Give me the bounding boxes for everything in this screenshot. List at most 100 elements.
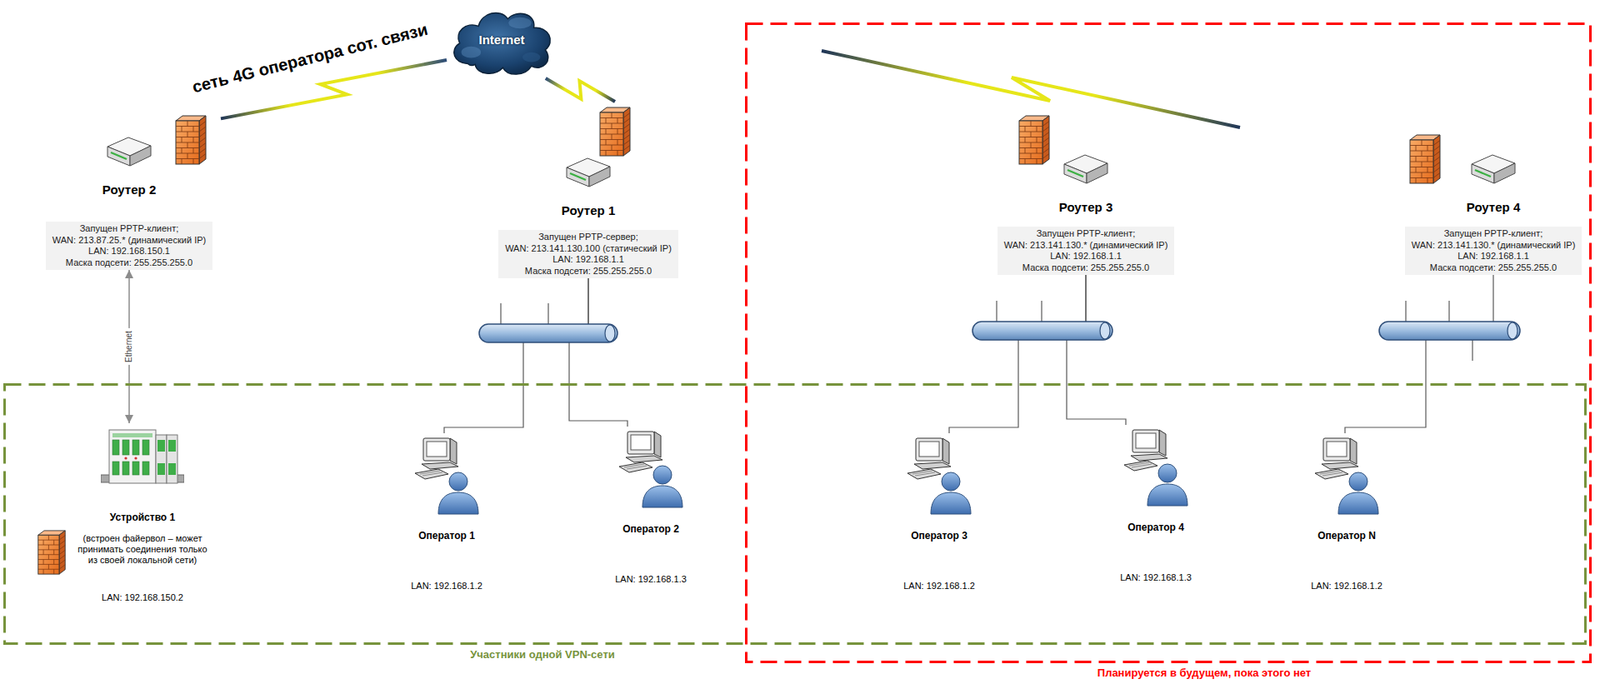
info-line: Запущен PPTP-клиент; — [52, 223, 206, 235]
router-node: Роутер 1 Запущен PPTP-сервер;WAN: 213.141… — [496, 101, 680, 279]
operator-text: Оператор N — [1317, 530, 1376, 542]
region-frame: Участники одной VPN-сетиУстройство 1(вст… — [3, 383, 1587, 645]
internet-cloud: Internet — [446, 5, 557, 79]
firewall-symbol — [38, 530, 65, 575]
operator-text: Оператор 3 — [910, 530, 968, 542]
router-info-box: Запущен PPTP-клиент;WAN: 213.141.130.* (… — [1405, 226, 1583, 275]
pc-user-symbol — [619, 431, 683, 508]
router-symbol — [1064, 155, 1108, 184]
device-node: Устройство 1 (встроен файервол – может пр… — [59, 423, 226, 604]
lan-cable — [444, 278, 589, 434]
pc-user-symbol — [1315, 438, 1379, 515]
hub-pipe — [1379, 321, 1520, 340]
operator-icon — [1313, 433, 1380, 515]
firewall-symbol — [1019, 115, 1050, 165]
router-symbol — [1471, 155, 1515, 184]
pc-user-symbol — [415, 438, 479, 515]
router-node: Роутер 2 Запущен PPTP-клиент;WAN: 213.87.… — [37, 80, 221, 270]
lan-cable — [569, 278, 628, 427]
router-info-box: Запущен PPTP-сервер;WAN: 213.141.130.100… — [498, 230, 679, 279]
operator-icon — [617, 426, 685, 509]
router-icon — [496, 101, 680, 194]
firewall-symbol — [175, 115, 206, 165]
info-line: WAN: 213.141.130.100 (статический IP) — [505, 243, 672, 255]
operator-node: Оператор 3 LAN: 192.168.1.2 — [889, 433, 990, 592]
operator-text: LAN: 192.168.1.2 — [410, 580, 483, 592]
operator-node: Оператор N LAN: 192.168.1.2 — [1296, 433, 1397, 592]
info-line: Маска подсети: 255.255.255.0 — [52, 257, 206, 270]
lan-cable — [1066, 275, 1126, 425]
router-name: Роутер 2 — [102, 182, 156, 198]
router-name: Роутер 4 — [1466, 200, 1520, 215]
device-icon — [100, 423, 185, 499]
info-line: Запущен PPTP-сервер; — [505, 231, 672, 244]
info-line: LAN: 192.168.1.1 — [1004, 250, 1169, 263]
device-text: Устройство 1 — [110, 511, 175, 524]
router-name: Роутер 1 — [561, 203, 615, 219]
region-frame: Планируется в будущем, пока этого нетРоу… — [745, 22, 1592, 664]
wireless-link — [545, 78, 615, 102]
router-node: Роутер 3 Запущен PPTP-клиент;WAN: 213.141… — [994, 98, 1178, 275]
hub-port — [995, 300, 997, 323]
device-firewall-icon — [36, 528, 67, 577]
hub-port — [1405, 300, 1406, 323]
info-line: Запущен PPTP-клиент; — [1411, 228, 1576, 240]
hub-end — [1100, 322, 1110, 340]
info-line: Маска подсети: 255.255.255.0 — [1004, 262, 1169, 275]
lan-cable — [949, 275, 1086, 434]
operator-text: LAN: 192.168.1.3 — [1120, 572, 1192, 584]
plc-symbol — [100, 430, 185, 484]
hub-port — [547, 303, 549, 325]
router-icon — [994, 98, 1178, 190]
router-name: Роутер 3 — [1059, 200, 1113, 215]
router-symbol — [566, 158, 610, 187]
info-line: WAN: 213.87.25.* (динамический IP) — [52, 235, 206, 247]
edge-label: Ethernet — [124, 328, 135, 365]
operator-text: LAN: 192.168.1.3 — [615, 574, 687, 585]
operator-text: LAN: 192.168.1.2 — [1310, 580, 1383, 592]
router-symbol — [107, 137, 151, 166]
operator-node: Оператор 1LAN: 192.168.1.2 — [396, 433, 497, 592]
hub-port — [500, 303, 501, 325]
hub-port — [1448, 300, 1450, 323]
operator-text: Оператор 4 — [1127, 521, 1185, 534]
info-line: WAN: 213.141.130.* (динамический IP) — [1411, 240, 1576, 252]
device-text: (встроен файервол – может принимать соед… — [74, 533, 212, 566]
dashed-frame — [5, 385, 1586, 645]
info-line: Запущен PPTP-клиент; — [1004, 228, 1169, 240]
router-icon — [1401, 98, 1585, 190]
hub-pipe — [479, 324, 618, 343]
device-text: LAN: 192.168.150.2 — [101, 592, 184, 604]
lan-cable — [1345, 275, 1494, 434]
info-line: WAN: 213.141.130.* (динамический IP) — [1004, 240, 1169, 252]
operator-node: Оператор 4 LAN: 192.168.1.3 — [1105, 425, 1206, 584]
network-caption: сеть 4G оператора сот. связи — [190, 20, 430, 98]
router-info-box: Запущен PPTP-клиент;WAN: 213.87.25.* (ди… — [45, 221, 213, 270]
pc-user-symbol — [1124, 430, 1188, 506]
firewall-symbol — [600, 107, 630, 156]
hub-port — [1471, 339, 1473, 361]
router-icon — [37, 80, 221, 173]
hub-pipe — [972, 321, 1113, 340]
operator-icon — [905, 433, 973, 515]
info-line: LAN: 192.168.1.1 — [505, 254, 672, 266]
region-border — [745, 22, 1592, 664]
router-info-box: Запущен PPTP-клиент;WAN: 213.141.130.* (… — [997, 226, 1175, 275]
operator-icon — [1122, 425, 1190, 507]
pc-user-symbol — [907, 438, 971, 515]
router-node: Роутер 4 Запущен PPTP-клиент;WAN: 213.141… — [1401, 98, 1585, 275]
info-line: Маска подсети: 255.255.255.0 — [1411, 262, 1576, 275]
operator-text: LAN: 192.168.1.2 — [903, 580, 975, 592]
hub-end — [1507, 322, 1518, 340]
firewall-symbol — [1410, 135, 1440, 184]
hub-ports — [500, 300, 1473, 361]
cloud-label: Internet — [478, 32, 525, 47]
info-line: LAN: 192.168.150.1 — [52, 245, 206, 258]
hub-port — [1040, 300, 1042, 323]
hub-end — [605, 325, 615, 342]
region-caption: Планируется в будущем, пока этого нет — [1097, 666, 1311, 680]
info-line: LAN: 192.168.1.1 — [1411, 250, 1576, 263]
info-line: Маска подсети: 255.255.255.0 — [505, 265, 672, 278]
region-caption: Участники одной VPN-сети — [470, 648, 615, 661]
